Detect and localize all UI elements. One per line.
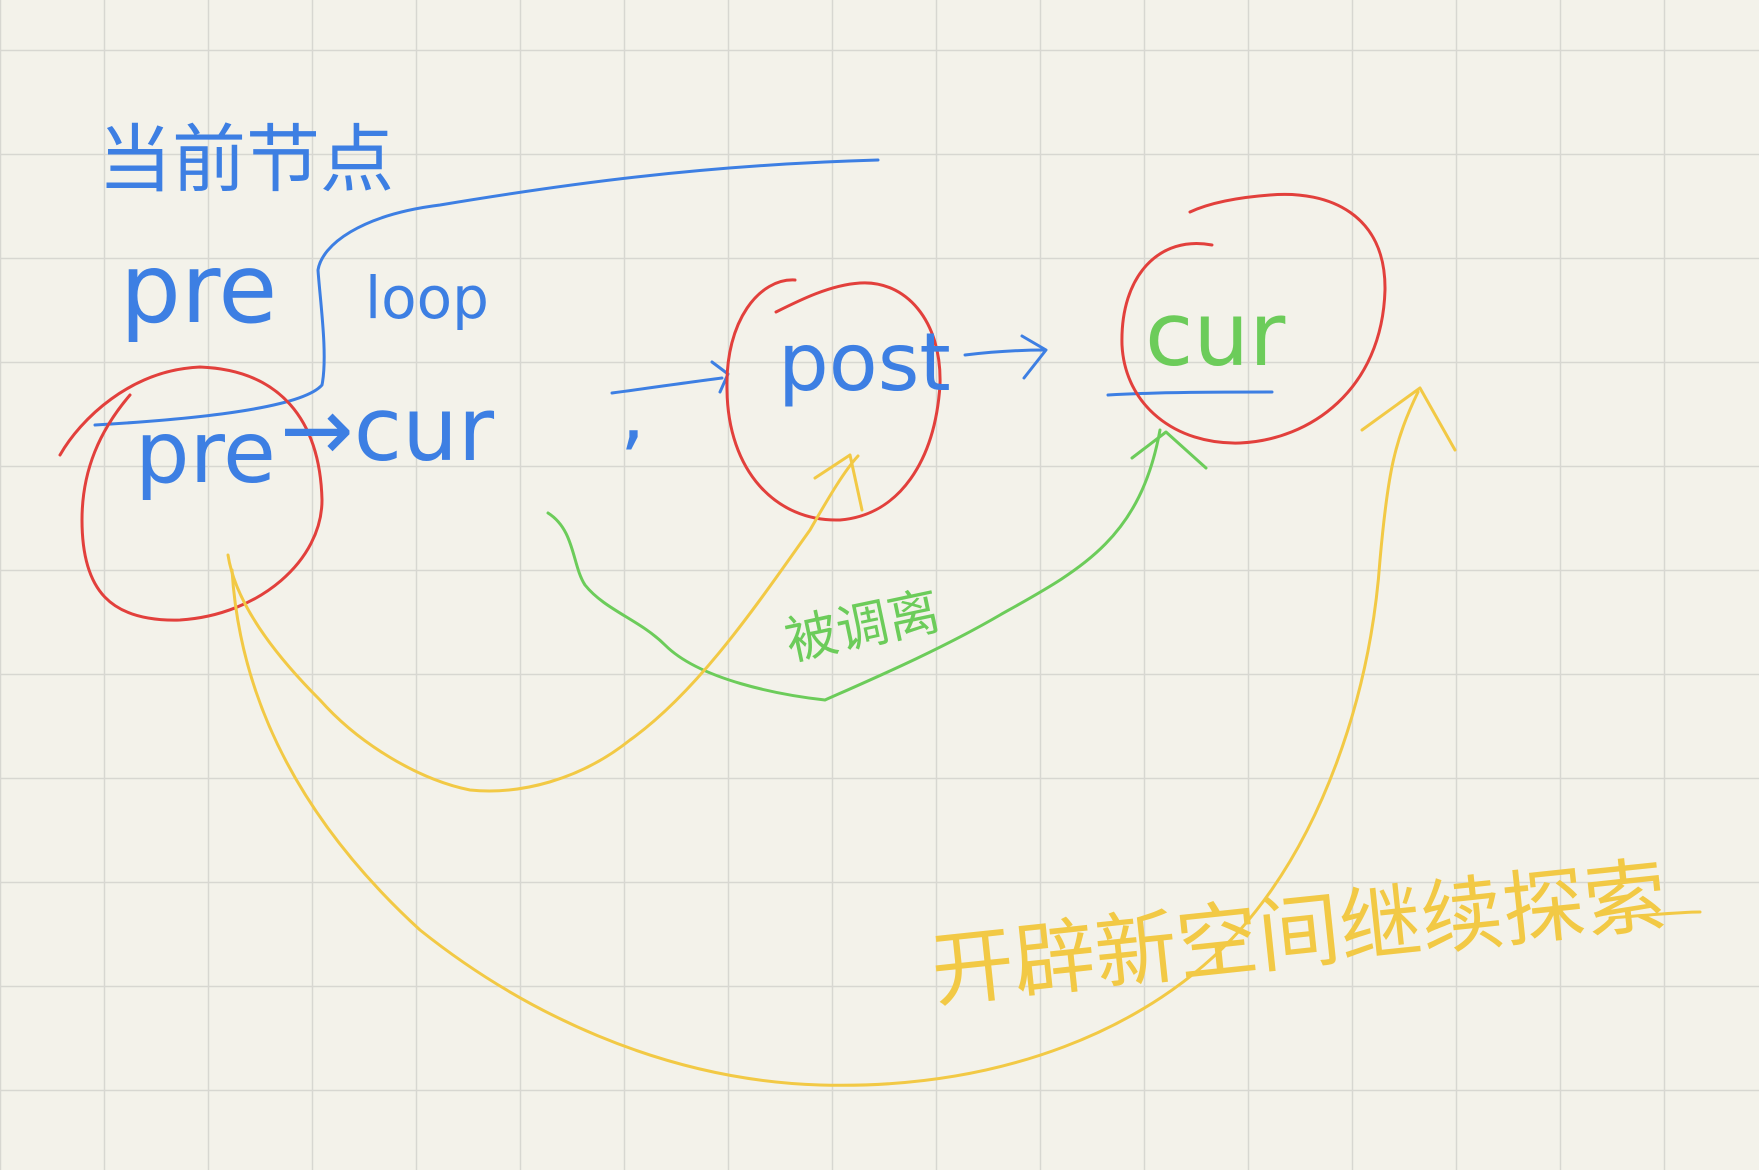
post-circle	[725, 278, 942, 522]
green-note-label: 被调离	[780, 582, 945, 673]
cur-underline	[1106, 390, 1274, 397]
yellow-big-loop	[230, 390, 1420, 1087]
yellow-note-label: 开辟新空间继续探索	[927, 848, 1671, 1020]
yellow-text-tail	[1608, 910, 1702, 920]
pre-top-label: pre	[120, 233, 277, 345]
arrow-post-to-cur-head	[1020, 334, 1048, 380]
arrow-cur-label: →cur	[280, 378, 495, 481]
yellow-to-post-head	[813, 453, 864, 512]
cur-label: cur	[1145, 283, 1286, 386]
loop-label: loop	[365, 264, 489, 332]
pre-circle	[58, 365, 324, 622]
title-label: 当前节点	[98, 117, 394, 203]
comma-label: ,	[620, 366, 645, 459]
yellow-big-loop-head	[1360, 386, 1457, 452]
post-label: post	[778, 316, 951, 409]
yellow-to-post-curve	[226, 454, 860, 793]
pre-label: pre	[135, 403, 276, 503]
cur-circle	[1120, 192, 1387, 445]
arrow-post-to-cur	[963, 348, 1047, 357]
arrow-into-post	[610, 376, 724, 395]
green-arrow-head	[1130, 430, 1208, 470]
green-swap-curve	[546, 428, 1162, 702]
loop-bracket	[93, 158, 880, 427]
